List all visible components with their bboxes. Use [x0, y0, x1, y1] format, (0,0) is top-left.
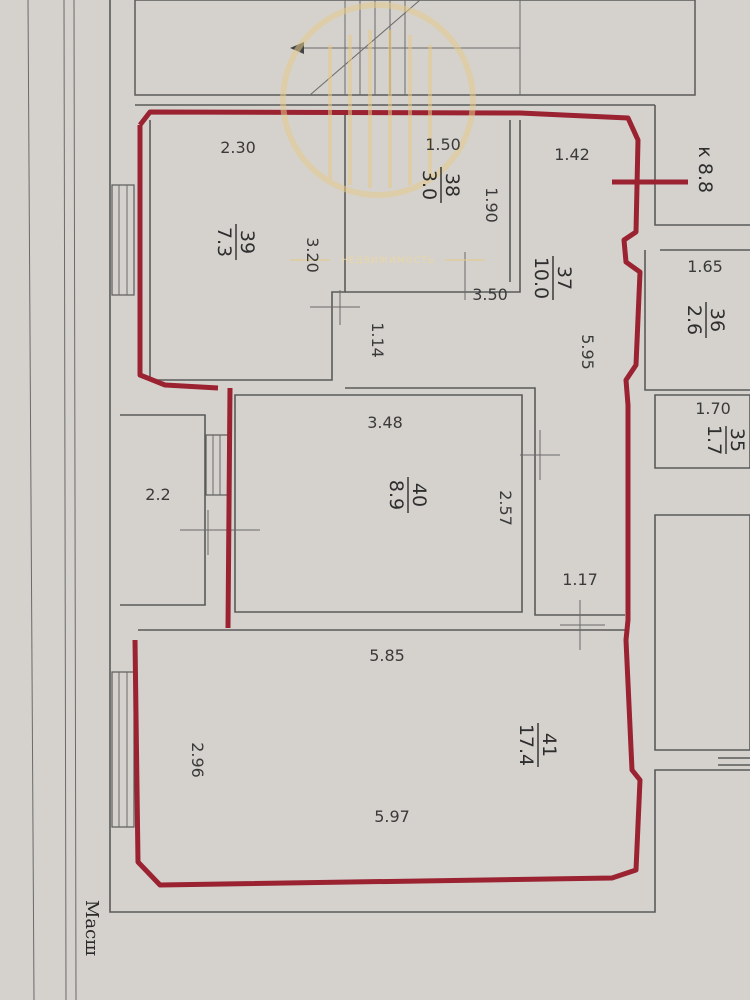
room-label-40: 40 8.9: [385, 477, 430, 513]
svg-text:7.3: 7.3: [213, 227, 235, 257]
window-left-top: [111, 184, 135, 296]
dim-passage-width: 1.14: [368, 322, 387, 358]
apartment-outline: [132, 109, 688, 888]
svg-text:37: 37: [553, 266, 575, 290]
dim-corridor-top-width: 1.42: [554, 145, 590, 164]
svg-text:к: к: [694, 146, 716, 157]
room-label-37: 37 10.0: [530, 256, 575, 300]
dim-neighbor-top-width: 1.65: [687, 257, 723, 276]
dim-corridor-bottom: 3.50: [472, 285, 508, 304]
staircase: [134, 0, 696, 106]
svg-text:3.0: 3.0: [418, 170, 440, 200]
sheet-border-line: [73, 0, 77, 1000]
dim-top-left-depth: 3.20: [303, 237, 322, 273]
balcony-area: 2.2: [145, 485, 170, 504]
dim-closet-width: 1.50: [425, 135, 461, 154]
svg-text:8.9: 8.9: [385, 480, 407, 510]
watermark-text: НЕДВИЖИМОСТЬ: [341, 256, 435, 266]
dim-passage-bottom: 1.17: [562, 570, 598, 589]
svg-text:38: 38: [441, 173, 463, 197]
sheet-border-line: [27, 0, 35, 1000]
svg-text:10.0: 10.0: [530, 257, 552, 299]
room-label-35: 35 1.7: [703, 425, 748, 455]
svg-text:41: 41: [538, 733, 560, 757]
sheet-border-line: [63, 0, 67, 1000]
street-label: Масш: [81, 900, 102, 956]
outer-wall: [109, 0, 750, 913]
svg-text:40: 40: [408, 483, 430, 507]
dim-top-left-width: 2.30: [220, 138, 256, 157]
svg-text:39: 39: [236, 230, 258, 254]
dim-big-room-width-top: 5.85: [369, 646, 405, 665]
room-label-36: 36 2.6: [683, 302, 728, 338]
room-label-39: 39 7.3: [213, 224, 258, 260]
dim-closet-depth: 1.90: [482, 187, 501, 223]
dim-big-room-depth: 2.96: [188, 742, 207, 778]
svg-text:35: 35: [726, 428, 748, 452]
dim-big-room-width-bottom: 5.97: [374, 807, 410, 826]
dim-middle-room-width: 3.48: [367, 413, 403, 432]
svg-text:1.7: 1.7: [703, 425, 725, 455]
watermark-logo: [280, 2, 485, 261]
dim-corridor-length: 5.95: [578, 334, 597, 370]
dim-middle-room-depth: 2.57: [496, 490, 515, 526]
outside-area-label: к 8.8: [694, 146, 716, 193]
svg-text:8.8: 8.8: [694, 163, 716, 193]
svg-text:17.4: 17.4: [515, 724, 537, 766]
room-label-41: 41 17.4: [515, 723, 560, 767]
room-label-38: 38 3.0: [418, 167, 463, 203]
dimension-ticks: [180, 252, 605, 650]
svg-text:36: 36: [706, 308, 728, 332]
svg-text:2.6: 2.6: [683, 305, 705, 335]
dim-neighbor-mid-width: 1.70: [695, 399, 731, 418]
